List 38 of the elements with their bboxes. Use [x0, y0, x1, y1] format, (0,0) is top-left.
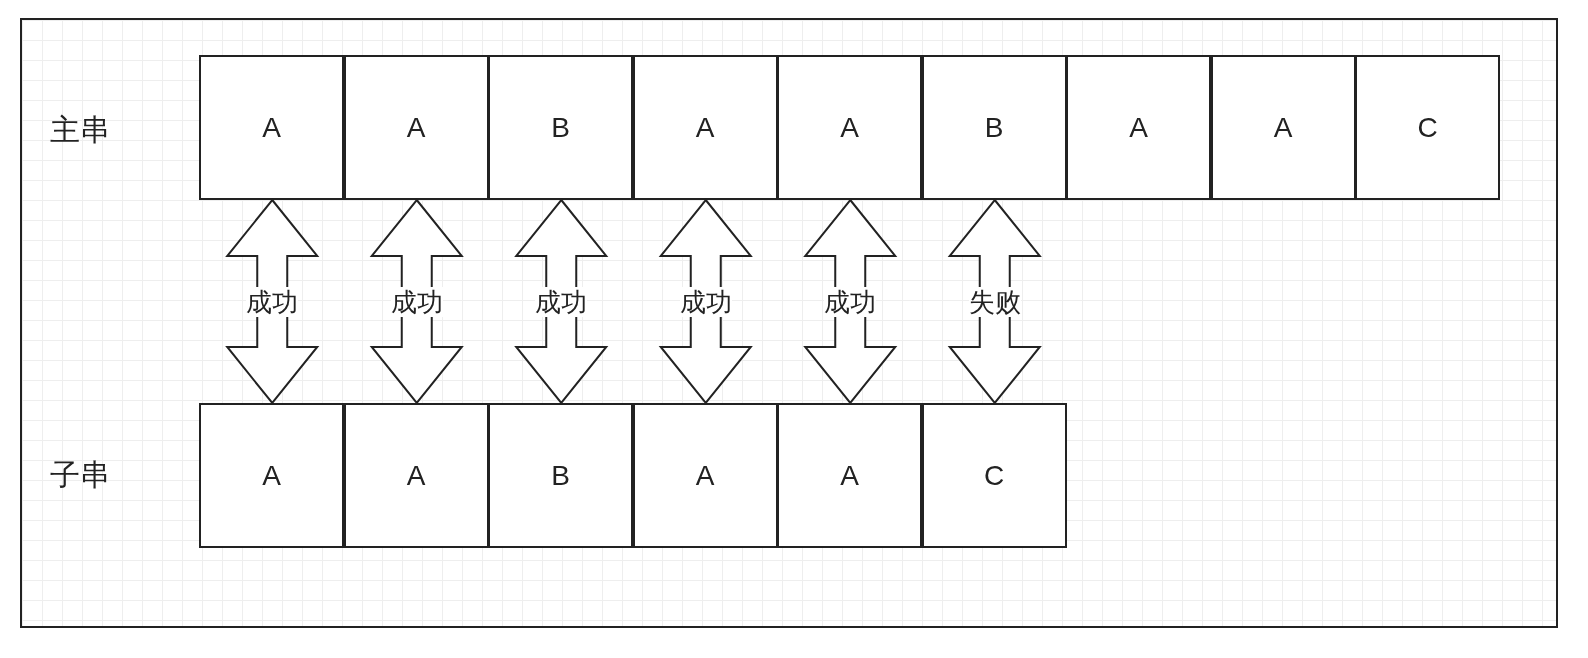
letter-cell: [1355, 55, 1500, 200]
edge-label: 成功: [535, 286, 588, 317]
letter-cell: [199, 403, 344, 548]
cell-letter: A: [406, 111, 426, 144]
letter-cell: [199, 55, 344, 200]
row-label: 主串: [50, 112, 110, 148]
letter-cell: [921, 55, 1067, 200]
letter-cell: [921, 403, 1067, 548]
letter-cell: [1210, 55, 1356, 200]
letter-cell: [343, 403, 489, 548]
letter-cell: [343, 55, 489, 200]
cell-letter: A: [695, 111, 715, 144]
cell-letter: A: [840, 111, 859, 144]
cell-letter: A: [406, 459, 426, 492]
edge-label: 失败: [968, 286, 1021, 317]
row-label: 子串: [50, 457, 110, 493]
cell-letter: A: [695, 459, 715, 492]
letter-cell: [488, 403, 633, 548]
letter-cell: [1066, 55, 1211, 200]
cell-letter: B: [551, 111, 570, 144]
cell-letter: B: [551, 459, 570, 492]
edge-label: 成功: [679, 286, 732, 317]
edge-label: 成功: [824, 286, 877, 317]
letter-cell: [632, 55, 778, 200]
cell-letter: A: [1273, 111, 1293, 144]
edge-label: 成功: [390, 286, 443, 317]
cell-letter: B: [984, 111, 1004, 144]
cell-letter: A: [262, 459, 281, 492]
cell-letter: C: [983, 459, 1005, 492]
cell-letter: A: [262, 111, 281, 144]
letter-cell: [777, 403, 922, 548]
cell-letter: A: [1129, 111, 1148, 144]
cell-letter: C: [1417, 111, 1438, 144]
edge-label: 成功: [246, 286, 299, 317]
letter-cell: [488, 55, 633, 200]
letter-cell: [777, 55, 922, 200]
cell-letter: A: [840, 459, 859, 492]
letter-cell: [632, 403, 778, 548]
